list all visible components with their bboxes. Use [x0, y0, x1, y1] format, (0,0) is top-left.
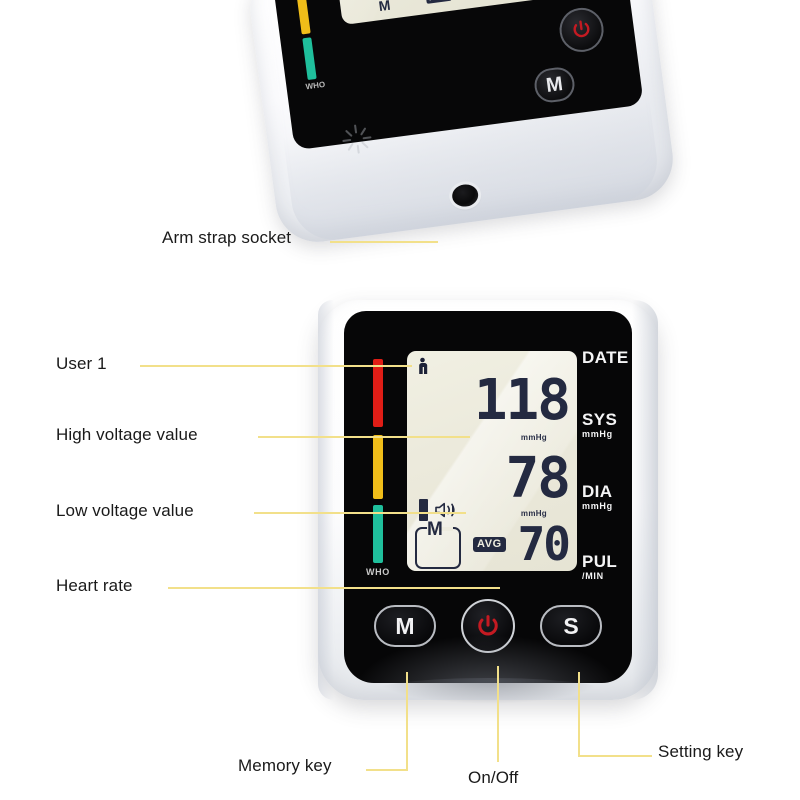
device-top-lcd: 118 78 70 M AVG [314, 0, 560, 26]
avg-badge: AVG [473, 537, 506, 552]
bezel-label-date: DATE [582, 348, 629, 367]
setting-key-button[interactable]: S [540, 605, 602, 647]
memory-frame-icon [415, 527, 461, 569]
leader-heart-rate [168, 587, 500, 589]
who-segment-normal [302, 37, 317, 81]
memory-key-button[interactable]: M [374, 605, 436, 647]
sys-unit-label: mmHg [520, 433, 547, 442]
who-indicator-bar: WHO [366, 359, 389, 577]
leader-setting-key-v [578, 672, 580, 757]
who-label: WHO [305, 79, 326, 92]
device-top-power-key[interactable] [556, 5, 607, 55]
device-base-shadow [374, 678, 604, 704]
speaker-grille-icon [342, 124, 372, 154]
setting-key-label: S [563, 612, 579, 639]
leader-memory-key-h [366, 769, 408, 771]
sys-reading-value: 118 [473, 368, 571, 433]
leader-on-off-v [497, 666, 499, 762]
device-top-who-bar: WHO [289, 0, 326, 91]
who-segment-medium [295, 0, 311, 35]
device-top-memory-letter: M [377, 0, 392, 15]
bezel-label-pul: PUL /MIN [582, 552, 618, 582]
power-icon [573, 20, 590, 38]
leader-user-1 [140, 365, 412, 367]
bezel-label-dia: DIA mmHg [582, 482, 613, 512]
power-icon [478, 615, 498, 636]
user-icon [419, 357, 428, 374]
power-key-button[interactable] [461, 599, 515, 653]
leader-arm-strap-socket [330, 241, 438, 243]
memory-indicator-letter: M [427, 519, 443, 540]
device-top-segments: 118 78 70 [315, 0, 559, 25]
who-label: WHO [366, 567, 390, 577]
callout-label-arm-strap-socket: Arm strap socket [162, 228, 292, 247]
device-top-angled-view: WHO SYS mmHg DIA mmHg PUL /MIN 118 78 70… [246, 0, 678, 247]
memory-key-label: M [395, 612, 415, 639]
dia-unit-label: mmHg [520, 509, 547, 518]
bezel-label-sys: SYS mmHg [582, 410, 618, 440]
dia-reading-value: 78 [505, 446, 571, 511]
pulse-reading-value: 70 [517, 517, 571, 571]
callout-label-user-1: User 1 [56, 354, 107, 373]
device-main-front-view: WHO 118 mmHg 78 mmHg 70 [318, 300, 658, 704]
callout-label-memory-key: Memory key [238, 756, 332, 775]
callout-label-high-voltage: High voltage value [56, 425, 198, 444]
control-key-row: M S [344, 599, 632, 657]
leader-high-voltage [258, 436, 470, 438]
leader-low-voltage [254, 512, 466, 514]
speaker-icon [435, 502, 455, 518]
who-segment-medium [373, 435, 383, 499]
callout-label-low-voltage: Low voltage value [56, 501, 194, 520]
leader-setting-key-h [578, 755, 652, 757]
lcd-display: 118 mmHg 78 mmHg 70 M AVG [407, 351, 577, 571]
device-top-memory-key-label: M [544, 72, 565, 97]
leader-memory-key-v [406, 672, 408, 771]
battery-icon [419, 499, 428, 521]
callout-label-setting-key: Setting key [658, 742, 744, 761]
who-segment-high [373, 359, 383, 427]
callout-label-on-off: On/Off [468, 768, 519, 787]
who-segment-normal [373, 505, 383, 563]
callout-label-heart-rate: Heart rate [56, 576, 133, 595]
